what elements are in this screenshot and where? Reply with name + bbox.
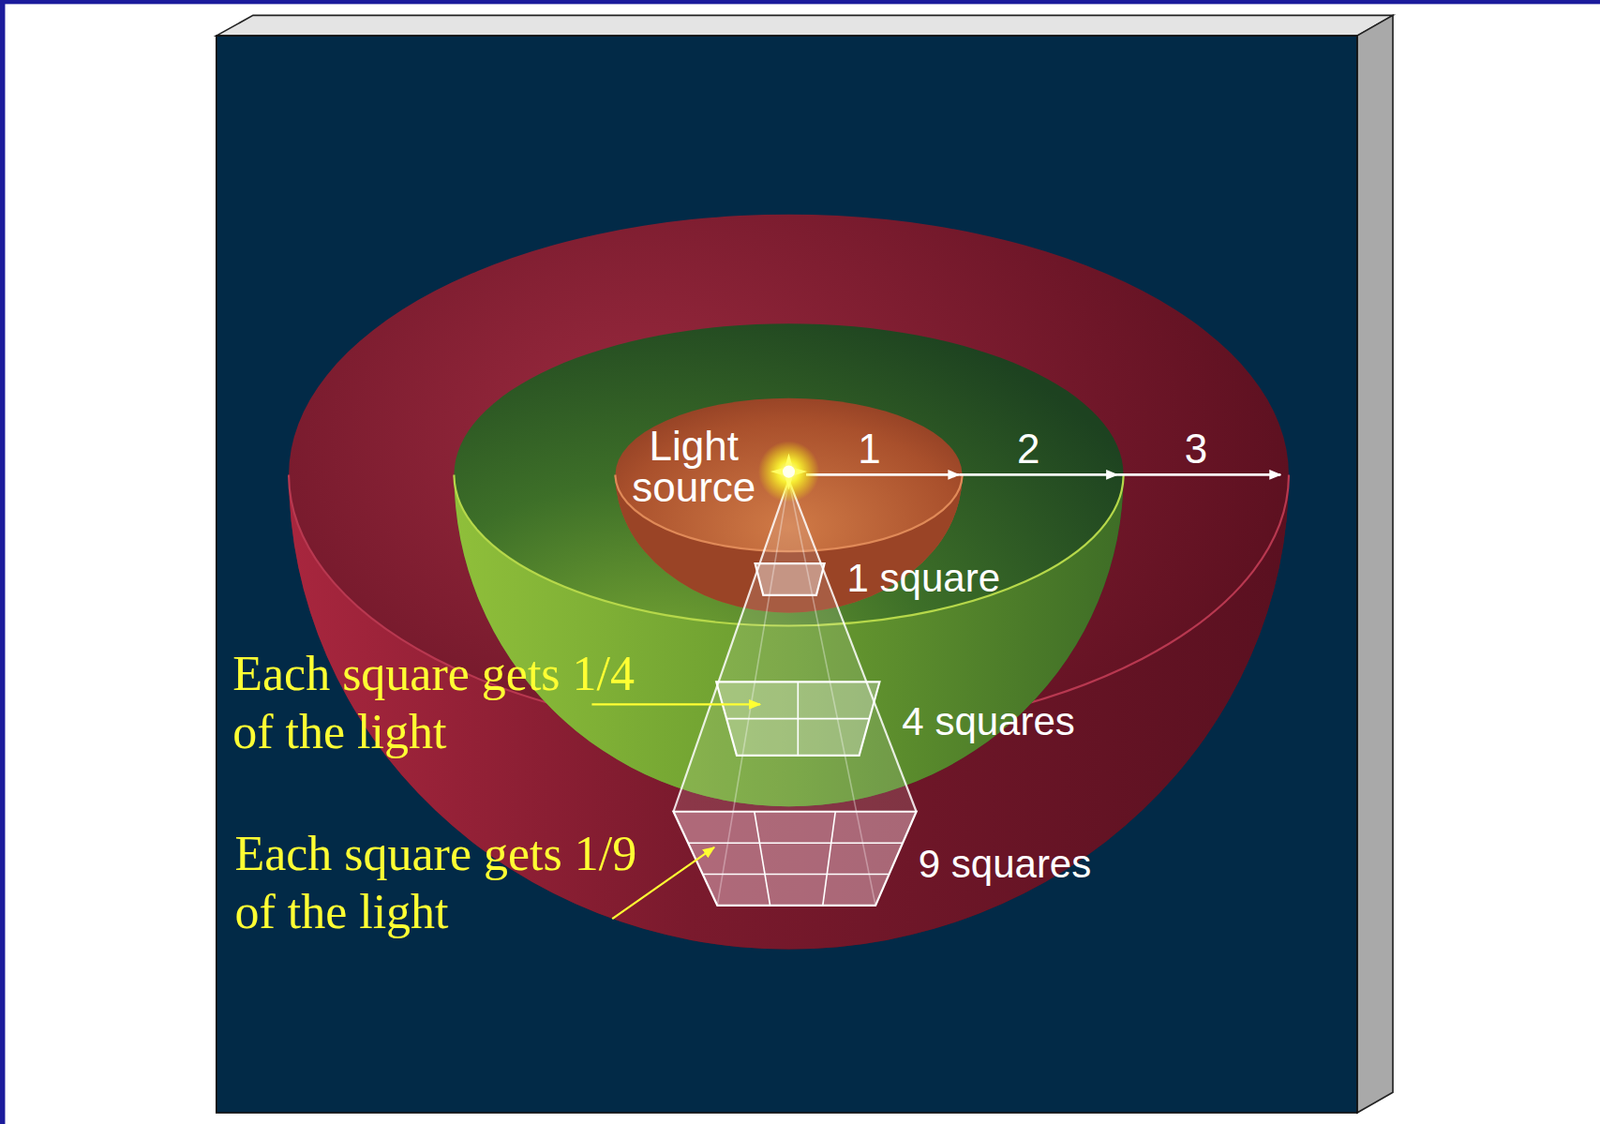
- square-count: 1 square: [847, 556, 1001, 600]
- square-count: 9 squares: [918, 842, 1092, 886]
- grid-line: [726, 717, 869, 720]
- frame-bar: [0, 0, 1600, 4]
- distance-arrow: [958, 473, 1118, 477]
- panel-side: [1357, 14, 1393, 1113]
- panel-top: [216, 14, 1393, 36]
- distance-number: 1: [857, 426, 881, 472]
- middle-hemisphere: [453, 323, 1123, 807]
- distance-number: 3: [1184, 426, 1208, 472]
- panel-face: [216, 35, 1358, 1113]
- grid-line: [687, 841, 903, 844]
- distance-number: 2: [1016, 426, 1040, 472]
- one-square-plate: [755, 563, 825, 596]
- light-glow: [758, 440, 820, 502]
- source-label: Light source: [631, 425, 756, 509]
- nine-square-plate: [673, 811, 917, 906]
- cone-edge: [789, 479, 917, 812]
- distance-arrow: [806, 473, 959, 477]
- cone-edge: [673, 479, 790, 812]
- grid-line: [702, 873, 890, 876]
- light-star: [770, 453, 808, 491]
- distance-arrow: [1117, 473, 1281, 477]
- annotation-note: Each square gets 1/4 of the light: [232, 644, 655, 762]
- frame-bar: [0, 0, 5, 1124]
- leader-arrow: [591, 702, 761, 705]
- light-cone: [673, 479, 917, 906]
- grid-line: [754, 811, 771, 906]
- light-core: [782, 465, 795, 479]
- four-square-plate: [716, 681, 880, 755]
- annotation-note: Each square gets 1/9 of the light: [234, 824, 657, 942]
- square-count: 4 squares: [901, 700, 1075, 744]
- grid-line: [822, 811, 836, 906]
